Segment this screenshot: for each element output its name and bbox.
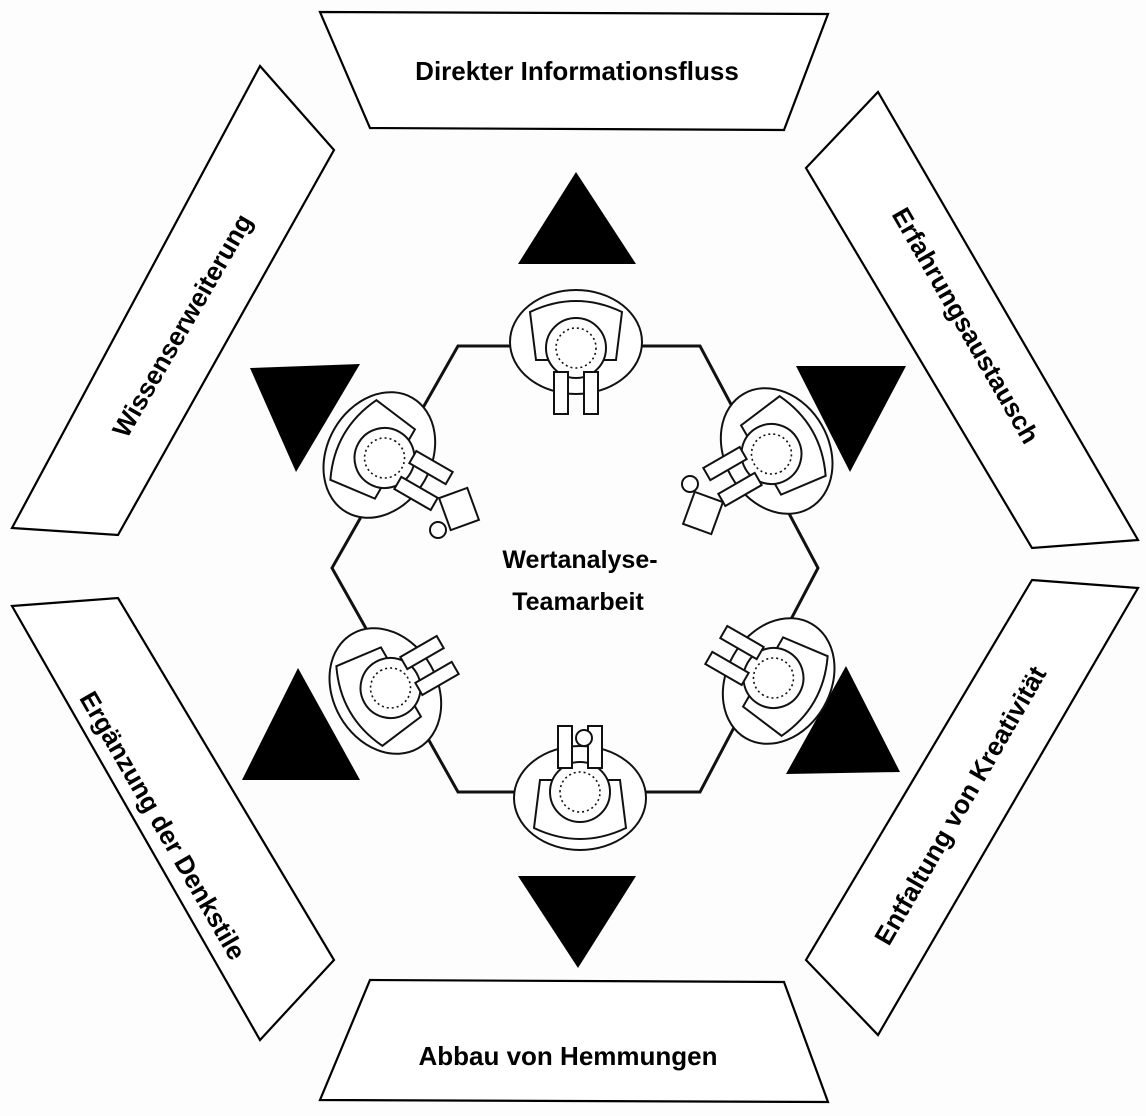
team-member-top <box>510 290 642 414</box>
benefit-top-label: Direkter Informationsfluss <box>415 56 739 86</box>
arrow-bottom-icon <box>518 876 636 968</box>
cup-icon <box>430 522 446 538</box>
frame-upper-left <box>12 66 334 535</box>
center-title-line2: Teamarbeit <box>512 588 644 616</box>
center-title-line1: Wertanalyse- <box>502 546 657 574</box>
arrow-top-icon <box>518 172 636 264</box>
cup-icon <box>576 730 592 746</box>
benefit-bottom-label: Abbau von Hemmungen <box>418 1041 717 1071</box>
paper-icon <box>683 492 723 534</box>
cup-icon <box>682 476 698 492</box>
paper-icon <box>439 488 479 530</box>
